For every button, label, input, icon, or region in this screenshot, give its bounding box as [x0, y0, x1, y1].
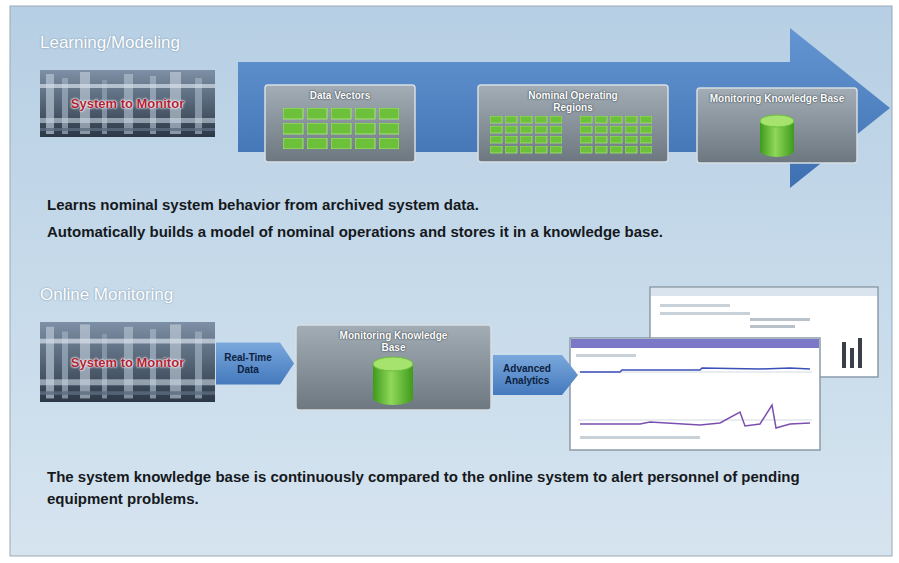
- knowledge-base-box: Monitoring Knowledge Base: [296, 325, 491, 410]
- process-box: Data Vectors: [265, 85, 415, 162]
- node-title: System to Monitor: [71, 355, 184, 370]
- arrow-label: Advanced Analytics: [495, 363, 559, 387]
- description-text: Learns nominal system behavior from arch…: [47, 194, 479, 216]
- equipment-node: System to Monitor: [40, 322, 215, 402]
- equipment-node: System to Monitor: [40, 70, 215, 137]
- analytics-arrow: [493, 355, 578, 395]
- description-text: The system knowledge base is continuousl…: [47, 466, 859, 510]
- data-flow-arrow: [216, 343, 294, 385]
- node-title: Nominal Operating Regions: [518, 90, 628, 114]
- node-title: Data Vectors: [310, 90, 371, 102]
- edge-label: Real-Time Data: [221, 352, 275, 376]
- panel: [10, 6, 892, 556]
- section-heading: Learning/Modeling: [40, 33, 180, 53]
- box-fill: [697, 88, 857, 163]
- equipment-photo: [40, 322, 215, 402]
- process-box: Nominal Operating Regions: [478, 85, 668, 162]
- database-cylinder: [760, 115, 794, 157]
- section-heading: Online Monitoring: [40, 285, 173, 305]
- box-fill: [296, 325, 491, 410]
- box-fill: [478, 85, 668, 162]
- screenshot-window: [570, 338, 820, 450]
- equipment-photo: [40, 70, 215, 137]
- data-grid: [283, 108, 399, 149]
- description-text: Automatically builds a model of nominal …: [47, 221, 663, 243]
- process-arrow: [238, 28, 890, 188]
- knowledge-base-box: Monitoring Knowledge Base: [697, 88, 857, 163]
- node-title: System to Monitor: [71, 96, 184, 111]
- data-grid: [580, 116, 652, 154]
- data-grid: [490, 116, 562, 154]
- database-cylinder: [373, 357, 413, 405]
- node-title: Monitoring Knowledge Base: [710, 93, 844, 105]
- node-title: Monitoring Knowledge Base: [335, 330, 453, 354]
- box-fill: [265, 85, 415, 162]
